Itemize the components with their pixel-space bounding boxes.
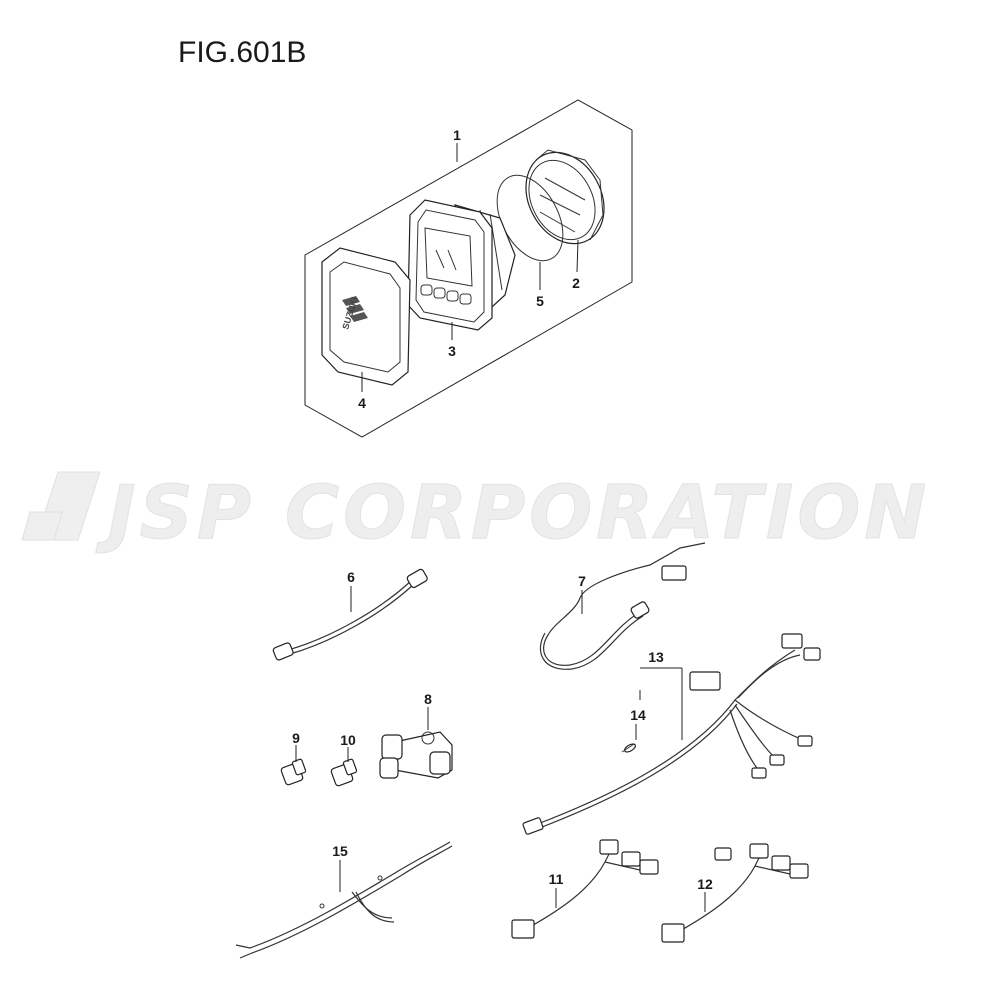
part-main-harness [522,633,821,835]
kit-outline-box [304,99,633,438]
callout-8: 8 [424,691,432,707]
callout-4: 4 [358,395,366,411]
part-ring-nut [525,149,605,245]
part-gauge-cover: SUZUKI [321,247,411,386]
watermark: JSP CORPORATION [21,470,930,557]
callout-15: 15 [332,843,348,859]
part-sensor-cable [540,542,706,670]
callout-7: 7 [578,573,586,589]
gauge-kit-group [304,99,633,438]
callout-14: 14 [630,707,646,723]
watermark-logo-mark-foot [21,511,63,541]
part-multi-function-gauge [407,199,516,331]
callout-1: 1 [453,127,461,143]
leader-bracket-13 [639,667,683,740]
part-t-connector [379,731,453,779]
part-sub-harness-b [661,843,809,943]
callout-3: 3 [448,343,456,359]
callout-13: 13 [648,649,664,665]
part-terminator-a [280,758,307,786]
callout-10: 10 [340,732,356,748]
callout-12: 12 [697,876,713,892]
callout-9: 9 [292,730,300,746]
callout-2: 2 [572,275,580,291]
figure-title: FIG.601B [178,36,306,69]
watermark-text: JSP CORPORATION [95,470,930,556]
part-terminator-b [330,758,358,787]
callout-6: 6 [347,569,355,585]
callout-11: 11 [549,871,564,887]
part-extension-cable [272,568,428,661]
callout-5: 5 [536,293,544,309]
part-wiring-cable [235,841,453,959]
part-screw-small [621,743,637,753]
part-sub-harness-a [511,839,659,939]
leader-line-2 [576,239,579,273]
